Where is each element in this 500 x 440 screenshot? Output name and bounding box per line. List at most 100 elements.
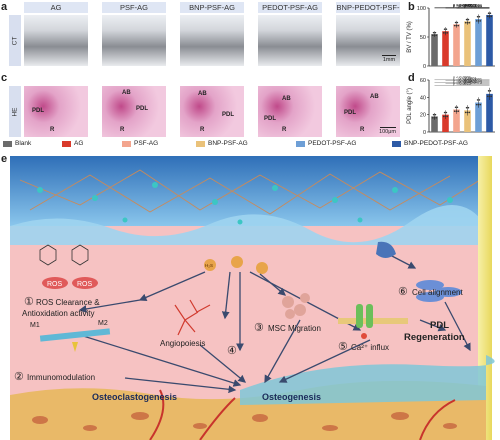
data-point bbox=[479, 20, 482, 22]
data-point bbox=[445, 111, 448, 114]
bar bbox=[442, 31, 449, 66]
data-point bbox=[479, 103, 482, 106]
data-point bbox=[465, 18, 468, 21]
data-point bbox=[445, 28, 448, 30]
y-tick-label: 20 bbox=[420, 113, 426, 119]
group-header-ag: AG bbox=[24, 2, 88, 13]
data-point bbox=[455, 24, 458, 27]
he-scalebar: 100μm bbox=[379, 127, 396, 135]
legend-item-bnp-pedot-psf-ag: BNP-PEDOT-PSF-AG bbox=[392, 140, 468, 147]
data-point bbox=[488, 95, 491, 98]
p-value-label: p = 0.0003 bbox=[453, 78, 471, 82]
data-point bbox=[464, 111, 467, 114]
row-label-he: HE bbox=[9, 86, 21, 137]
ros-label-2: ROS bbox=[77, 281, 93, 288]
ros-bubble-2 bbox=[72, 277, 98, 289]
data-point bbox=[476, 15, 479, 18]
data-point bbox=[433, 116, 436, 119]
data-point bbox=[478, 99, 481, 101]
he-label: AB bbox=[198, 91, 207, 97]
data-point bbox=[488, 15, 491, 18]
p-value-label: p < 0.0001 bbox=[464, 4, 482, 7]
he-label: AB bbox=[122, 90, 131, 96]
m2-label: M2 bbox=[98, 320, 108, 327]
y-axis-label: PDL angle (°) bbox=[407, 88, 413, 124]
data-point bbox=[443, 28, 446, 30]
data-point bbox=[444, 32, 447, 34]
y-tick-label: 60 bbox=[420, 78, 426, 84]
group-header-pedot-psf-ag: PEDOT-PSF-AG bbox=[258, 2, 322, 13]
data-point bbox=[477, 20, 480, 22]
bar bbox=[464, 21, 471, 66]
data-point bbox=[434, 113, 437, 116]
data-point bbox=[489, 90, 492, 92]
y-tick-label: 50 bbox=[420, 35, 426, 41]
data-point bbox=[487, 90, 490, 92]
he-image-psf-ag: AB PDL R bbox=[102, 86, 166, 137]
legend-item-pedot-psf-ag: PEDOT-PSF-AG bbox=[296, 140, 356, 147]
bar bbox=[475, 19, 482, 66]
he-label: PDL bbox=[344, 110, 356, 116]
data-point bbox=[432, 113, 435, 116]
panel-label-e: e bbox=[1, 153, 8, 165]
data-point bbox=[467, 18, 470, 21]
blood-vessels bbox=[149, 389, 456, 440]
cell-alignment-label: Cell alignment bbox=[412, 288, 463, 297]
p-value-label: p < 0.0001 bbox=[458, 4, 476, 7]
he-label: R bbox=[200, 127, 205, 133]
data-point bbox=[489, 12, 492, 15]
data-point bbox=[456, 21, 459, 24]
data-point bbox=[490, 95, 493, 98]
bar bbox=[464, 110, 471, 132]
panel-label-c: c bbox=[1, 72, 8, 84]
bone-pores bbox=[32, 412, 457, 431]
data-point bbox=[475, 103, 478, 106]
center-number: ④ bbox=[227, 345, 237, 357]
p-value-label: p = 0.0473 bbox=[464, 80, 482, 84]
data-point bbox=[433, 34, 436, 37]
data-point bbox=[468, 21, 471, 24]
data-point bbox=[490, 15, 493, 18]
nanoparticles bbox=[37, 182, 453, 225]
legend-item-psf-ag: PSF-AG bbox=[122, 140, 158, 147]
p-value-label: p = 0.0021 bbox=[458, 4, 476, 8]
osteogenesis-label: Osteogenesis bbox=[262, 392, 321, 402]
antioxidation-label: Antioxidation activity bbox=[22, 309, 94, 318]
data-point bbox=[457, 110, 460, 112]
data-point bbox=[435, 34, 438, 37]
p-value-label: p = 0.0462 bbox=[458, 79, 476, 83]
data-point bbox=[455, 110, 458, 112]
h2s-molecules bbox=[204, 256, 268, 274]
cell-alignment-number: ⑥ bbox=[398, 286, 408, 298]
he-label: PDL bbox=[222, 112, 234, 118]
data-point bbox=[476, 99, 479, 101]
p-value-label: p = 0.0021 bbox=[458, 4, 476, 8]
bar bbox=[442, 114, 449, 132]
data-point bbox=[454, 21, 457, 24]
he-image-ag: PDL R bbox=[24, 86, 88, 137]
data-point bbox=[457, 24, 460, 27]
data-point bbox=[442, 32, 445, 34]
group-header-bnp-pedot-psf-ag: BNP-PEDOT-PSF-AG bbox=[336, 2, 400, 23]
data-point bbox=[435, 116, 438, 119]
ros-label: ROS bbox=[47, 281, 63, 288]
he-image-pedot-psf-ag: AB PDL R bbox=[258, 86, 322, 137]
calcium-influx-label: Ca²⁺ influx bbox=[351, 343, 389, 352]
m1-label: M1 bbox=[30, 322, 40, 329]
he-label: PDL bbox=[32, 108, 44, 114]
data-point bbox=[478, 15, 481, 18]
y-tick-label: 0 bbox=[423, 130, 426, 136]
row-label-ct: CT bbox=[9, 15, 21, 66]
data-point bbox=[442, 115, 445, 118]
data-point bbox=[477, 103, 480, 106]
bar bbox=[486, 14, 493, 67]
ros-bubble-1 bbox=[42, 277, 68, 289]
p-value-label: p = 0.0064 bbox=[464, 4, 482, 8]
aligned-cells bbox=[416, 280, 462, 302]
data-point bbox=[464, 21, 467, 24]
he-label: PDL bbox=[136, 106, 148, 112]
membrane-layer bbox=[10, 156, 486, 226]
he-label: R bbox=[360, 127, 365, 133]
calcium-channel bbox=[338, 304, 408, 339]
y-tick-label: 100 bbox=[417, 6, 426, 12]
